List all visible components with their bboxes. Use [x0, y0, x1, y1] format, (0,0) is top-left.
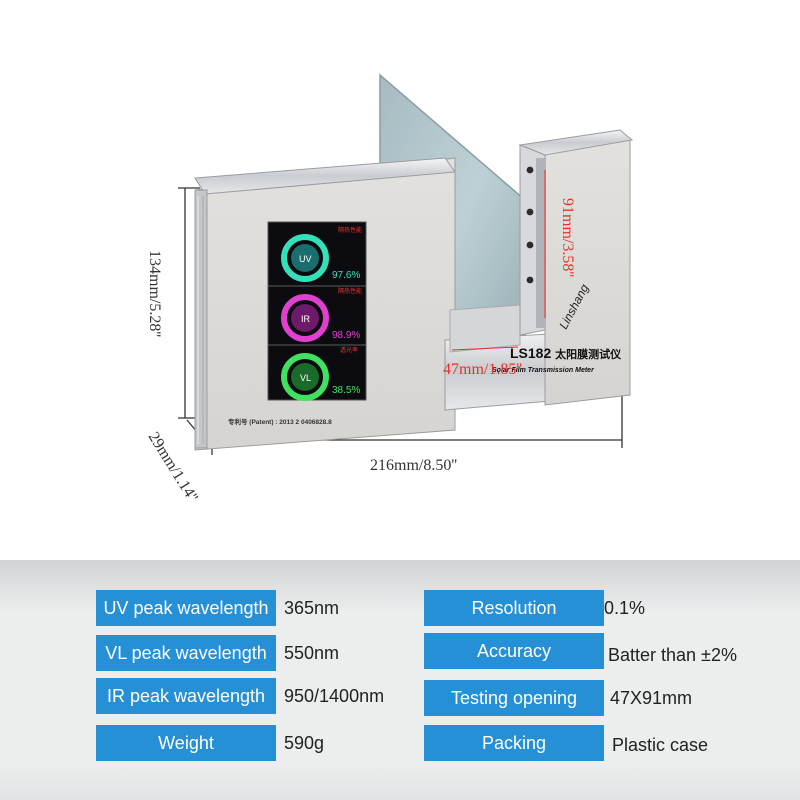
uv-label: UV	[299, 254, 312, 264]
spec-value-testing-opening: 47X91mm	[610, 688, 693, 708]
width-label: 216mm/8.50''	[370, 457, 457, 474]
spec-value-resolution: 0.1%	[604, 598, 646, 618]
uv-value: 97.6%	[332, 270, 360, 281]
opening-width-label: 47mm/1.85''	[443, 361, 522, 378]
spec-value-vl-peak: 550nm	[284, 643, 340, 663]
spec-value-accuracy: Batter than ±2%	[608, 645, 737, 665]
spec-label-uv-peak: UV peak wavelength	[96, 590, 276, 626]
vl-gauge	[281, 353, 329, 401]
sensor-holes	[526, 166, 534, 284]
spec-label-testing-opening: Testing opening	[424, 680, 604, 716]
model-title: LS182 太阳膜测试仪	[510, 345, 622, 361]
device-screen: UV 97.6% 隔热性能 IR 98.9% 隔热性能 VL 38.5% 透光率	[267, 221, 367, 401]
spec-label-vl-peak: VL peak wavelength	[96, 635, 276, 671]
spec-value-uv-peak: 365nm	[284, 598, 340, 618]
right-housing	[518, 129, 634, 406]
vl-label: VL	[300, 373, 311, 383]
opening-width-line	[451, 346, 519, 351]
height-label: 134mm/5.28''	[146, 250, 163, 337]
spec-label-packing: Packing	[424, 725, 604, 761]
vl-value: 38.5%	[332, 385, 360, 396]
patent-text: 专利号 (Patent) : 2013 2 0406828.8	[228, 417, 332, 426]
uv-gauge	[281, 234, 329, 282]
ir-label: IR	[301, 314, 311, 324]
spec-value-ir-peak: 950/1400nm	[284, 686, 385, 706]
vl-header: 透光率	[340, 346, 358, 354]
spec-value-packing: Plastic case	[612, 735, 709, 755]
depth-label: 29mm/1.14''	[145, 429, 201, 505]
specs-panel: UV peak wavelength 365nm VL peak wavelen…	[0, 560, 800, 800]
product-illustration: 134mm/5.28'' 216mm/8.50'' 29mm/1.14''	[145, 73, 634, 505]
ir-value: 98.9%	[332, 330, 360, 341]
spec-value-weight: 590g	[284, 733, 325, 753]
uv-header: 隔热性能	[338, 226, 362, 234]
ir-gauge	[281, 294, 329, 342]
spec-label-weight: Weight	[96, 725, 276, 761]
opening-height-label: 91mm/3.58''	[559, 198, 576, 277]
spec-label-ir-peak: IR peak wavelength	[96, 678, 276, 714]
model-title-en: Solar Film Transmission Meter	[492, 367, 595, 374]
model-title-cn: 太阳膜测试仪	[554, 347, 622, 361]
ir-header: 隔热性能	[338, 287, 362, 295]
spec-label-accuracy: Accuracy	[424, 633, 604, 669]
spec-label-resolution: Resolution	[424, 590, 604, 626]
model-number: LS182	[510, 345, 551, 361]
